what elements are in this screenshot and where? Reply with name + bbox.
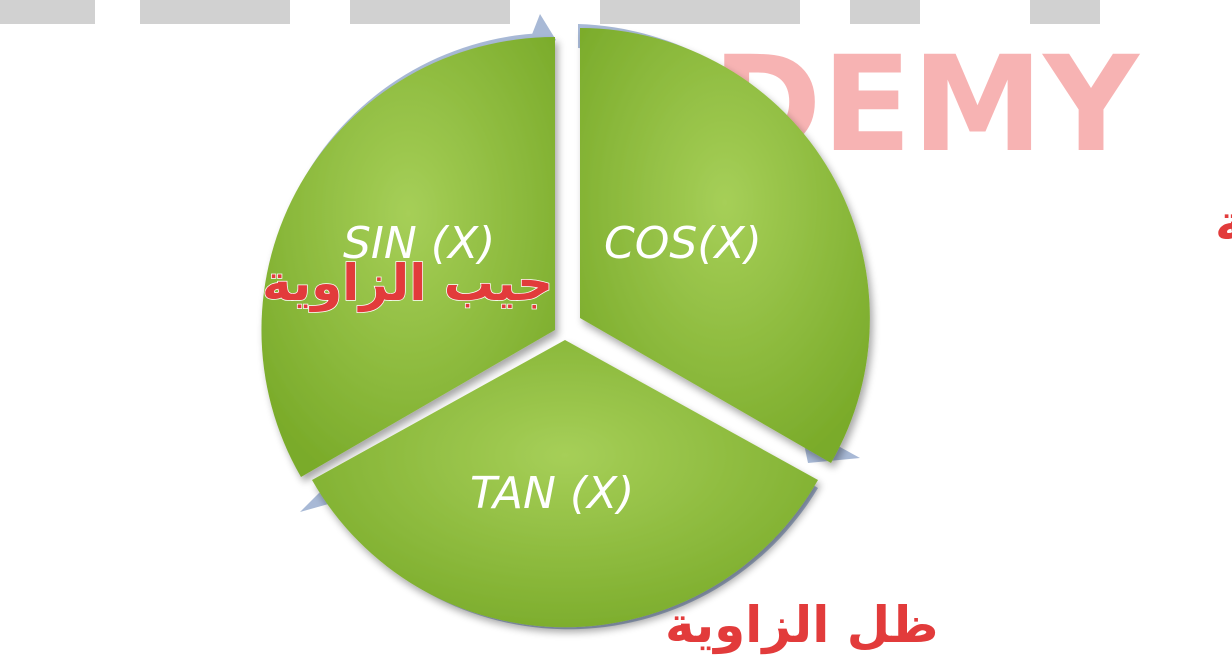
watermark-bar — [850, 0, 920, 24]
caption-tan: ظل الزاوية — [665, 596, 938, 655]
segment-cos — [580, 28, 870, 463]
caption-cos: جيب تمام الزاوية — [1215, 194, 1232, 253]
watermark-bar — [0, 0, 95, 24]
caption-sin: جيب الزاوية — [262, 254, 553, 313]
watermark-bar — [1030, 0, 1100, 24]
watermark-bar — [350, 0, 510, 24]
segment-tan — [312, 340, 818, 628]
segment-sin — [261, 36, 555, 478]
pie-segments — [261, 28, 870, 628]
segment-label-cos: COS(X) — [604, 218, 762, 269]
watermark: ADEMY — [0, 0, 1140, 182]
segment-label-tan: TAN (X) — [470, 468, 634, 519]
segment-label-sin: SIN (X) — [343, 218, 495, 269]
watermark-bar — [600, 0, 800, 24]
watermark-bar — [140, 0, 290, 24]
